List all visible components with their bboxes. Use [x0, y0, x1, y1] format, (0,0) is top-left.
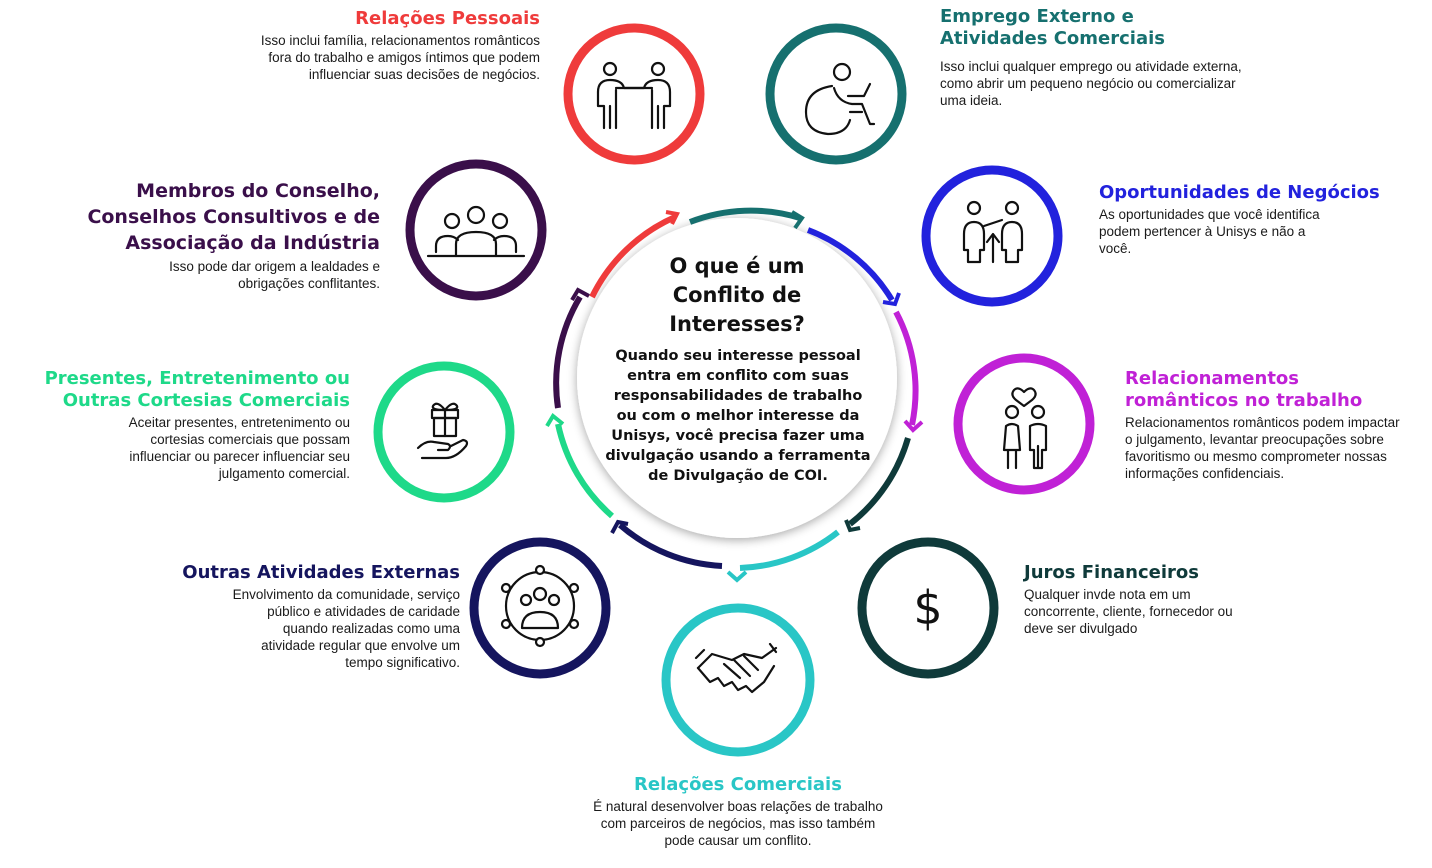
topic-gifts-title: Presentes, Entretenimento ou Outras Cort…: [44, 368, 350, 411]
arrow-board: [570, 287, 590, 302]
topic-outside-title: Outras Atividades Externas: [182, 562, 460, 583]
circle-personal: [563, 23, 705, 165]
person-laptop-icon: [804, 62, 876, 136]
topic-romance-desc: Relacionamentos românticos podem impacta…: [1125, 415, 1400, 481]
topic-financial-desc: Qualquer invde nota em um concorrente, c…: [1024, 587, 1233, 636]
community-network-icon: [500, 564, 580, 648]
center-disc: [577, 218, 897, 538]
arrow-financial: [844, 519, 861, 533]
circle-romance: [953, 353, 1095, 495]
topic-financial-title: Juros Financeiros: [1024, 562, 1199, 583]
arrow-romance: [903, 419, 924, 433]
topic-opportunities-title: Oportunidades de Negócios: [1099, 182, 1380, 203]
couple-heart-icon: [1002, 387, 1048, 470]
arrow-commercial: [726, 570, 748, 583]
topic-commercial-title: Relações Comerciais: [634, 774, 842, 795]
arc-outside: [618, 522, 723, 569]
arrow-personal: [665, 210, 680, 225]
ring-arcs: [545, 207, 924, 583]
topic-board: Membros do Conselho, Conselhos Consultiv…: [60, 178, 380, 292]
topic-board-desc: Isso pode dar origem a lealdades e obrig…: [169, 259, 380, 291]
circle-commercial: [661, 603, 815, 757]
dollar-icon: $: [913, 581, 942, 635]
arc-gifts: [555, 423, 614, 519]
topic-personal-title: Relações Pessoais: [355, 8, 540, 29]
center-description: Quando seu interesse pessoal entra em co…: [605, 348, 871, 484]
topic-personal-desc: Isso inclui família, relacionamentos rom…: [260, 33, 540, 82]
topic-employment-title: Emprego Externo e Atividades Comerciais: [940, 6, 1165, 49]
topic-employment-desc: Isso inclui qualquer emprego ou atividad…: [940, 59, 1242, 108]
arrow-outside: [610, 519, 629, 534]
arc-personal: [589, 214, 677, 299]
people-meeting-icon: [596, 61, 672, 130]
topic-commercial: Relações Comerciais É natural desenvolve…: [588, 774, 888, 849]
arc-financial: [848, 437, 911, 527]
arc-opportunities: [806, 227, 895, 302]
topic-romance-title: Relacionamentos românticos no trabalho: [1125, 368, 1363, 411]
business-people-arrow-icon: [962, 200, 1024, 264]
arrow-gifts: [545, 413, 565, 428]
topic-board-title: Membros do Conselho, Conselhos Consultiv…: [87, 180, 380, 254]
topic-romance: Relacionamentos românticos no trabalho R…: [1125, 368, 1407, 482]
arc-employment: [688, 207, 801, 225]
arc-commercial: [739, 529, 840, 571]
topic-gifts-desc: Aceitar presentes, entretenimento ou cor…: [128, 415, 350, 481]
topic-opportunities-desc: As oportunidades que você identifica pod…: [1099, 207, 1320, 256]
arrow-employment: [790, 210, 805, 230]
circle-financial: [857, 537, 999, 679]
topic-employment: Emprego Externo e Atividades Comerciais …: [940, 6, 1265, 109]
gift-hand-icon: [416, 402, 469, 460]
topic-opportunities: Oportunidades de Negócios As oportunidad…: [1099, 182, 1409, 257]
group-icon: [426, 205, 526, 258]
topic-personal: Relações Pessoais Isso inclui família, r…: [250, 8, 540, 83]
topic-outside-desc: Envolvimento da comunidade, serviço públ…: [232, 587, 460, 670]
handshake-icon: [694, 642, 778, 694]
arc-board: [553, 295, 583, 409]
circle-board: [405, 159, 547, 301]
topic-gifts: Presentes, Entretenimento ou Outras Cort…: [16, 368, 350, 482]
circle-outside: [469, 537, 611, 679]
arrow-opportunities: [882, 292, 901, 307]
topic-commercial-desc: É natural desenvolver boas relações de t…: [593, 799, 883, 848]
arc-romance: [893, 310, 919, 426]
center-title: O que é um Conflito de Interesses?: [669, 254, 805, 336]
topic-outside: Outras Atividades Externas Envolvimento …: [158, 562, 460, 671]
topic-financial: Juros Financeiros Qualquer invde nota em…: [1024, 562, 1239, 637]
